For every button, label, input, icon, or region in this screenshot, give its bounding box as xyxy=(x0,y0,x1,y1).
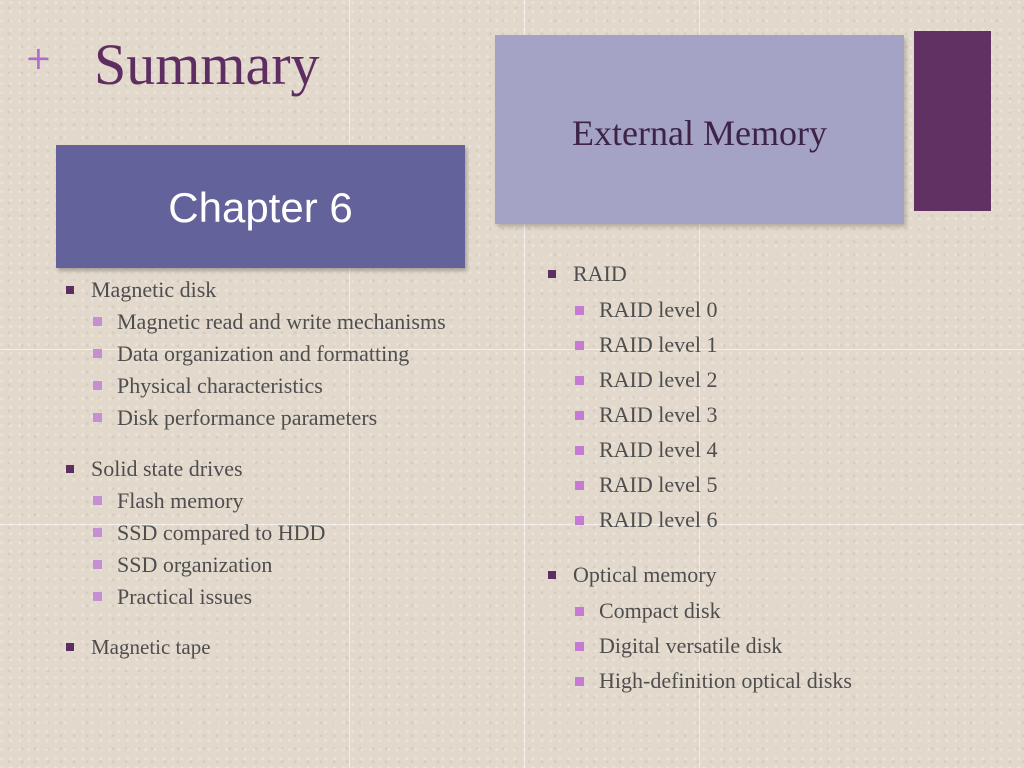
square-bullet-icon xyxy=(548,571,556,579)
bullet-text: Practical issues xyxy=(117,584,253,609)
square-bullet-icon xyxy=(575,341,584,350)
subtitle-box: External Memory xyxy=(495,35,904,224)
square-bullet-icon xyxy=(575,677,584,686)
bullet-text: Physical characteristics xyxy=(117,373,323,398)
bullet-text: RAID xyxy=(573,261,627,286)
bullet-text: RAID level 6 xyxy=(599,507,718,532)
square-bullet-icon xyxy=(66,643,74,651)
bullet-text: Disk performance parameters xyxy=(117,405,378,430)
list-item: Practical issues xyxy=(66,585,506,608)
chapter-label: Chapter 6 xyxy=(168,184,353,231)
list-item: Magnetic disk xyxy=(66,278,506,302)
square-bullet-icon xyxy=(93,317,102,326)
list-item: SSD organization xyxy=(66,553,506,576)
list-item: SSD compared to HDD xyxy=(66,521,506,544)
list-item: Compact disk xyxy=(548,599,988,622)
list-item: RAID level 3 xyxy=(548,403,988,426)
square-bullet-icon xyxy=(575,516,584,525)
bullet-text: RAID level 2 xyxy=(599,367,718,392)
bullet-text: Solid state drives xyxy=(91,456,243,481)
list-item: RAID level 5 xyxy=(548,473,988,496)
list-item: High-definition optical disks xyxy=(548,669,988,692)
list-item: RAID level 2 xyxy=(548,368,988,391)
bullet-text: Digital versatile disk xyxy=(599,633,783,658)
bullet-text: Data organization and formatting xyxy=(117,341,410,366)
list-item: Flash memory xyxy=(66,489,506,512)
square-bullet-icon xyxy=(93,349,102,358)
list-item: Optical memory xyxy=(548,563,988,587)
bullet-text: RAID level 3 xyxy=(599,402,718,427)
subtitle-label: External Memory xyxy=(572,113,827,153)
grid-line xyxy=(0,524,1024,525)
bullet-text: RAID level 4 xyxy=(599,437,718,462)
bullet-text: SSD organization xyxy=(117,552,273,577)
bullet-text: Magnetic disk xyxy=(91,277,217,302)
square-bullet-icon xyxy=(548,270,556,278)
list-item: RAID level 6 xyxy=(548,508,988,531)
bullet-text: RAID level 1 xyxy=(599,332,718,357)
bullet-text: Magnetic tape xyxy=(91,635,211,659)
square-bullet-icon xyxy=(575,306,584,315)
square-bullet-icon xyxy=(575,642,584,651)
square-bullet-icon xyxy=(93,413,102,422)
list-item: Data organization and formatting xyxy=(66,342,506,365)
bullet-text: Flash memory xyxy=(117,488,244,513)
grid-line xyxy=(349,0,350,768)
bullet-text: High-definition optical disks xyxy=(599,668,852,693)
list-item: Magnetic tape xyxy=(66,635,506,659)
square-bullet-icon xyxy=(575,481,584,490)
list-item: RAID xyxy=(548,262,988,286)
square-bullet-icon xyxy=(66,286,74,294)
square-bullet-icon xyxy=(575,446,584,455)
square-bullet-icon xyxy=(575,607,584,616)
bullet-text: Optical memory xyxy=(573,562,717,587)
square-bullet-icon xyxy=(575,376,584,385)
list-item: RAID level 4 xyxy=(548,438,988,461)
slide-title: Summary xyxy=(94,32,320,97)
bullet-text: Magnetic read and write mechanisms xyxy=(117,309,446,334)
chapter-box: Chapter 6 xyxy=(56,145,465,268)
right-bullet-list: RAID RAID level 0 RAID level 1 RAID leve… xyxy=(548,262,988,692)
bullet-text: RAID level 5 xyxy=(599,472,718,497)
square-bullet-icon xyxy=(93,381,102,390)
grid-line xyxy=(0,349,1024,350)
list-item: RAID level 1 xyxy=(548,333,988,356)
square-bullet-icon xyxy=(575,411,584,420)
plus-icon: + xyxy=(25,39,52,77)
accent-block xyxy=(914,31,991,211)
left-bullet-list: Magnetic disk Magnetic read and write me… xyxy=(66,278,506,659)
list-item: Digital versatile disk xyxy=(548,634,988,657)
list-item: Magnetic read and write mechanisms xyxy=(66,310,506,333)
bullet-text: SSD compared to HDD xyxy=(117,520,326,545)
square-bullet-icon xyxy=(93,496,102,505)
bullet-text: RAID level 0 xyxy=(599,297,718,322)
grid-line xyxy=(524,0,525,768)
grid-line xyxy=(699,0,700,768)
list-item: RAID level 0 xyxy=(548,298,988,321)
square-bullet-icon xyxy=(93,592,102,601)
bullet-text: Compact disk xyxy=(599,598,721,623)
list-item: Physical characteristics xyxy=(66,374,506,397)
square-bullet-icon xyxy=(66,465,74,473)
square-bullet-icon xyxy=(93,560,102,569)
list-item: Disk performance parameters xyxy=(66,406,506,429)
list-item: Solid state drives xyxy=(66,457,506,481)
square-bullet-icon xyxy=(93,528,102,537)
